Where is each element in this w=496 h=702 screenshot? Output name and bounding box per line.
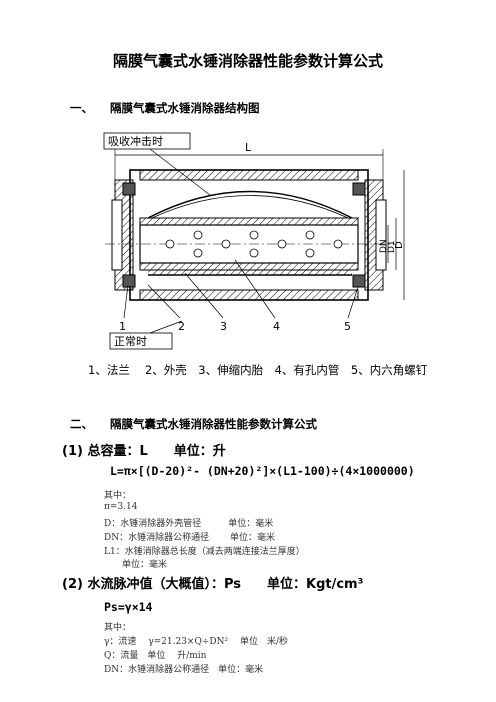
bladder-expanded — [147, 190, 353, 219]
left-screw-bottom — [122, 274, 136, 288]
section2-heading: 隔膜气囊式水锤消除器性能参数计算公式 — [110, 417, 317, 431]
right-screw-bottom — [352, 274, 366, 288]
item1-line: DN：水锤消除器公称通径 单位：毫米 — [104, 533, 275, 543]
item1-heading: (1) 总容量：L 单位：升 — [62, 444, 226, 459]
item2-heading: (2) 水流脉冲值（大概值）：Ps 单位：Kgt/cm³ — [62, 577, 364, 592]
item2-line: DN：水锤消除器公称通径 单位：毫米 — [104, 665, 264, 675]
pipe-holes — [165, 230, 343, 258]
callout-3: 3 — [220, 320, 227, 333]
callout-1: 1 — [119, 320, 126, 333]
dim-D1-label: D1 — [387, 240, 397, 253]
parts-caption: 1、法兰 2、外壳 3、伸缩内胎 4、有孔内管 5、内六角螺钉 — [88, 363, 428, 377]
item2-formula: Ps=γ×14 — [104, 600, 153, 614]
callout-2: 2 — [178, 320, 185, 333]
right-screw-top — [352, 182, 366, 196]
item2-line: γ：流速 γ=21.23×Q÷DN² 单位 米/秒 — [104, 637, 288, 647]
section2-number: 二、 — [70, 417, 93, 431]
item1-line: 单位：毫米 — [104, 560, 168, 570]
item1-line: π=3.14 — [104, 502, 138, 512]
item1-where: 其中： — [104, 491, 132, 501]
dim-L-label: L — [245, 141, 252, 154]
left-screw-top — [122, 182, 136, 196]
section1-number: 一、 — [70, 101, 93, 115]
item1-formula: L=π×[(D-20)²- (DN+20)²]×(L1-100)÷(4×1000… — [110, 464, 415, 478]
item2-where: 其中： — [104, 623, 132, 633]
callout-4: 4 — [273, 320, 280, 333]
item2-line: Q：流量 单位 升/min — [104, 651, 207, 661]
page-title: 隔膜气囊式水锤消除器性能参数计算公式 — [112, 52, 383, 70]
normal-label: 正常时 — [114, 335, 147, 348]
callout-5: 5 — [344, 320, 351, 333]
absorb-label: 吸收冲击时 — [108, 134, 163, 148]
item1-line: L1：水锤消除器总长度（减去两端连接法兰厚度） — [104, 547, 305, 557]
section1-heading: 隔膜气囊式水锤消除器结构图 — [110, 101, 260, 115]
dim-DN-label: DN — [379, 239, 389, 253]
structure-diagram: L 吸收冲击时 DN D1 D 1 2 3 4 5 正常时 — [103, 132, 405, 350]
dim-D-label: D — [394, 241, 405, 249]
item1-line: D：水锤消除器外壳管径 单位：毫米 — [104, 519, 274, 529]
